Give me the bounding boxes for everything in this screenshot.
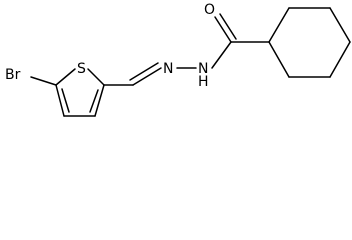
- bond-c4-c5: [55, 84, 65, 117]
- hydrazone-chain: [103, 41, 232, 86]
- bond-c5-br: [30, 76, 57, 86]
- oxygen-label: O: [204, 2, 215, 18]
- cyclohexane-ring: [230, 7, 351, 78]
- bond-c4-c5-inner: [61, 88, 70, 113]
- bond-ring-3: [329, 7, 351, 43]
- bond-s-c2: [87, 68, 105, 86]
- imine-nitrogen-label: N: [163, 61, 173, 77]
- structure-diagram: Br S N N H O: [5, 2, 351, 117]
- carbonyl: [214, 13, 237, 43]
- bond-ring-4: [329, 41, 351, 78]
- bond-c2-c3-inner: [89, 89, 99, 113]
- bond-c5-s: [55, 68, 76, 86]
- sulfur-label: S: [77, 61, 86, 77]
- bond-ch-n-double-2: [129, 62, 159, 81]
- amide-nitrogen-label: N: [198, 61, 208, 77]
- bond-ring-1: [268, 7, 290, 43]
- bond-ch-n-double: [132, 67, 162, 86]
- thiophene-ring: [55, 68, 105, 117]
- bond-c-o-2: [219, 13, 237, 40]
- bond-nh-carbonyl: [211, 41, 232, 69]
- bromine-label: Br: [5, 67, 21, 83]
- bond-c2-c3: [94, 84, 105, 117]
- amide-hydrogen-label: H: [198, 74, 209, 90]
- bond-c-o: [214, 16, 232, 43]
- bond-ring-6: [268, 41, 290, 78]
